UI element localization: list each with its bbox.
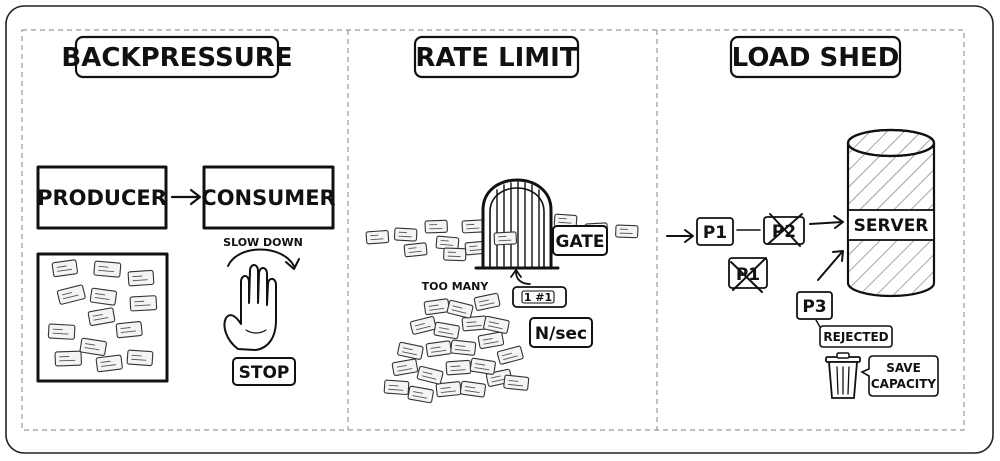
- to-server-arrow-icon: [809, 215, 844, 229]
- request-passing-gate: [493, 231, 518, 246]
- load-shed-title-box: [729, 35, 902, 79]
- rejected-label: REJECTED: [823, 330, 888, 344]
- inner-dashed-frame: [21, 29, 965, 431]
- counter-box: [512, 286, 567, 308]
- stop-box: [232, 357, 296, 386]
- consumer-label: CONSUMER: [201, 186, 335, 210]
- p3-to-server-arrow-icon: [817, 250, 844, 281]
- rate-limit-title: RATE LIMIT: [415, 43, 577, 73]
- counter-inner: [521, 290, 555, 304]
- stop-label: STOP: [239, 363, 290, 383]
- backpressure-title: BACKPRESSURE: [61, 43, 292, 73]
- producer-box: [36, 165, 168, 230]
- p3-label: P3: [802, 297, 826, 317]
- counter-label: 1 #1: [524, 291, 552, 304]
- queue-box: [36, 252, 169, 383]
- capacity-label: CAPACITY: [871, 377, 937, 391]
- slow-down-arrow-icon: [227, 248, 300, 270]
- p3-box: [796, 291, 833, 320]
- too-many-label: TOO MANY: [422, 280, 490, 293]
- p1-label: P1: [703, 223, 727, 243]
- producer-to-consumer-arrow-icon: [170, 188, 202, 206]
- gate-label-box: [552, 225, 608, 256]
- counter-arrow-icon: [510, 269, 531, 285]
- gate-label: GATE: [556, 232, 605, 252]
- save-capacity-bubble: [860, 355, 939, 397]
- trash-can-icon: [825, 352, 861, 399]
- panel-load-shed: LOAD SHED P1 P2 P1 SER: [666, 35, 939, 399]
- p2-cross-icon: [767, 213, 803, 247]
- rejected-box: [819, 325, 893, 348]
- save-label: SAVE: [886, 361, 921, 375]
- hand-stop-icon: [223, 264, 277, 351]
- gate-arch-icon: [474, 178, 560, 270]
- slow-down-label: SLOW DOWN: [223, 236, 303, 249]
- request-pile: [383, 292, 530, 404]
- producer-label: PRODUCER: [37, 186, 167, 210]
- p3-to-rejected-line: [815, 319, 821, 328]
- p1-box: [696, 217, 734, 246]
- rate-limit-title-box: [413, 35, 580, 79]
- server-label: SERVER: [854, 216, 929, 236]
- backpressure-title-box: [74, 35, 280, 79]
- p1-dropped-icon: P1: [728, 257, 768, 293]
- panel-backpressure: BACKPRESSURE PRODUCER CONSUMER SLOW DOWN: [36, 35, 336, 386]
- queued-message-cards: [47, 259, 158, 373]
- consumer-box: [202, 165, 335, 230]
- server-cylinder-icon: [846, 128, 936, 298]
- rate-label: N/sec: [535, 324, 587, 344]
- incoming-arrow-icon: [666, 229, 694, 243]
- load-shed-title: LOAD SHED: [732, 43, 900, 73]
- rate-box: [529, 317, 593, 348]
- panel-rate-limit: RATE LIMIT GATE: [365, 35, 639, 404]
- p2-label: P2: [772, 222, 796, 242]
